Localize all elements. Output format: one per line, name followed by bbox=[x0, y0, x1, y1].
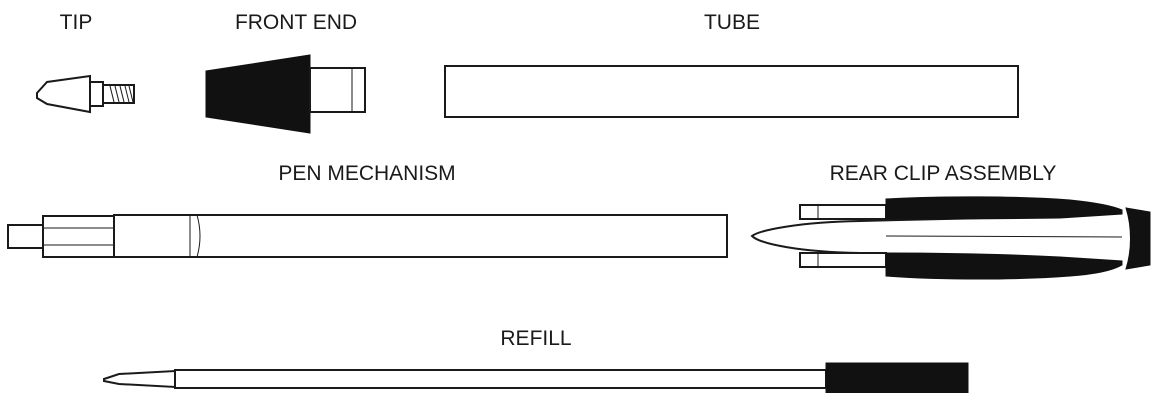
tube-part bbox=[444, 65, 1019, 118]
label-rear-clip-assembly: REAR CLIP ASSEMBLY bbox=[830, 162, 1057, 185]
tip-collar bbox=[89, 81, 104, 107]
front-end-cone bbox=[205, 54, 311, 134]
tip-thread-lines bbox=[109, 85, 134, 103]
clip-lower-grip bbox=[885, 252, 1123, 280]
refill-tube bbox=[174, 369, 827, 389]
label-front-end: FRONT END bbox=[235, 11, 357, 34]
label-pen-mechanism: PEN MECHANISM bbox=[278, 162, 455, 185]
tip-cone bbox=[36, 74, 91, 114]
clip-upper-band bbox=[799, 204, 887, 220]
clip-lower-band bbox=[799, 252, 887, 268]
label-refill: REFILL bbox=[500, 327, 571, 350]
clip-rear-cap bbox=[1125, 207, 1151, 270]
rear-clip-assembly-part bbox=[750, 196, 1151, 280]
mechanism-plunger bbox=[7, 224, 44, 249]
front-end-part bbox=[205, 54, 366, 134]
label-tube: TUBE bbox=[704, 11, 760, 34]
pen-mechanism-part bbox=[7, 214, 728, 258]
tip-part bbox=[36, 74, 135, 114]
refill-part bbox=[103, 362, 969, 393]
label-tip: TIP bbox=[60, 11, 93, 34]
refill-point bbox=[103, 369, 176, 389]
mechanism-body bbox=[113, 214, 728, 258]
front-end-sleeve bbox=[309, 67, 366, 113]
refill-ink-end bbox=[825, 362, 969, 393]
clip-upper-grip bbox=[885, 196, 1123, 220]
mechanism-collar bbox=[42, 215, 115, 258]
mechanism-seam bbox=[196, 214, 201, 258]
